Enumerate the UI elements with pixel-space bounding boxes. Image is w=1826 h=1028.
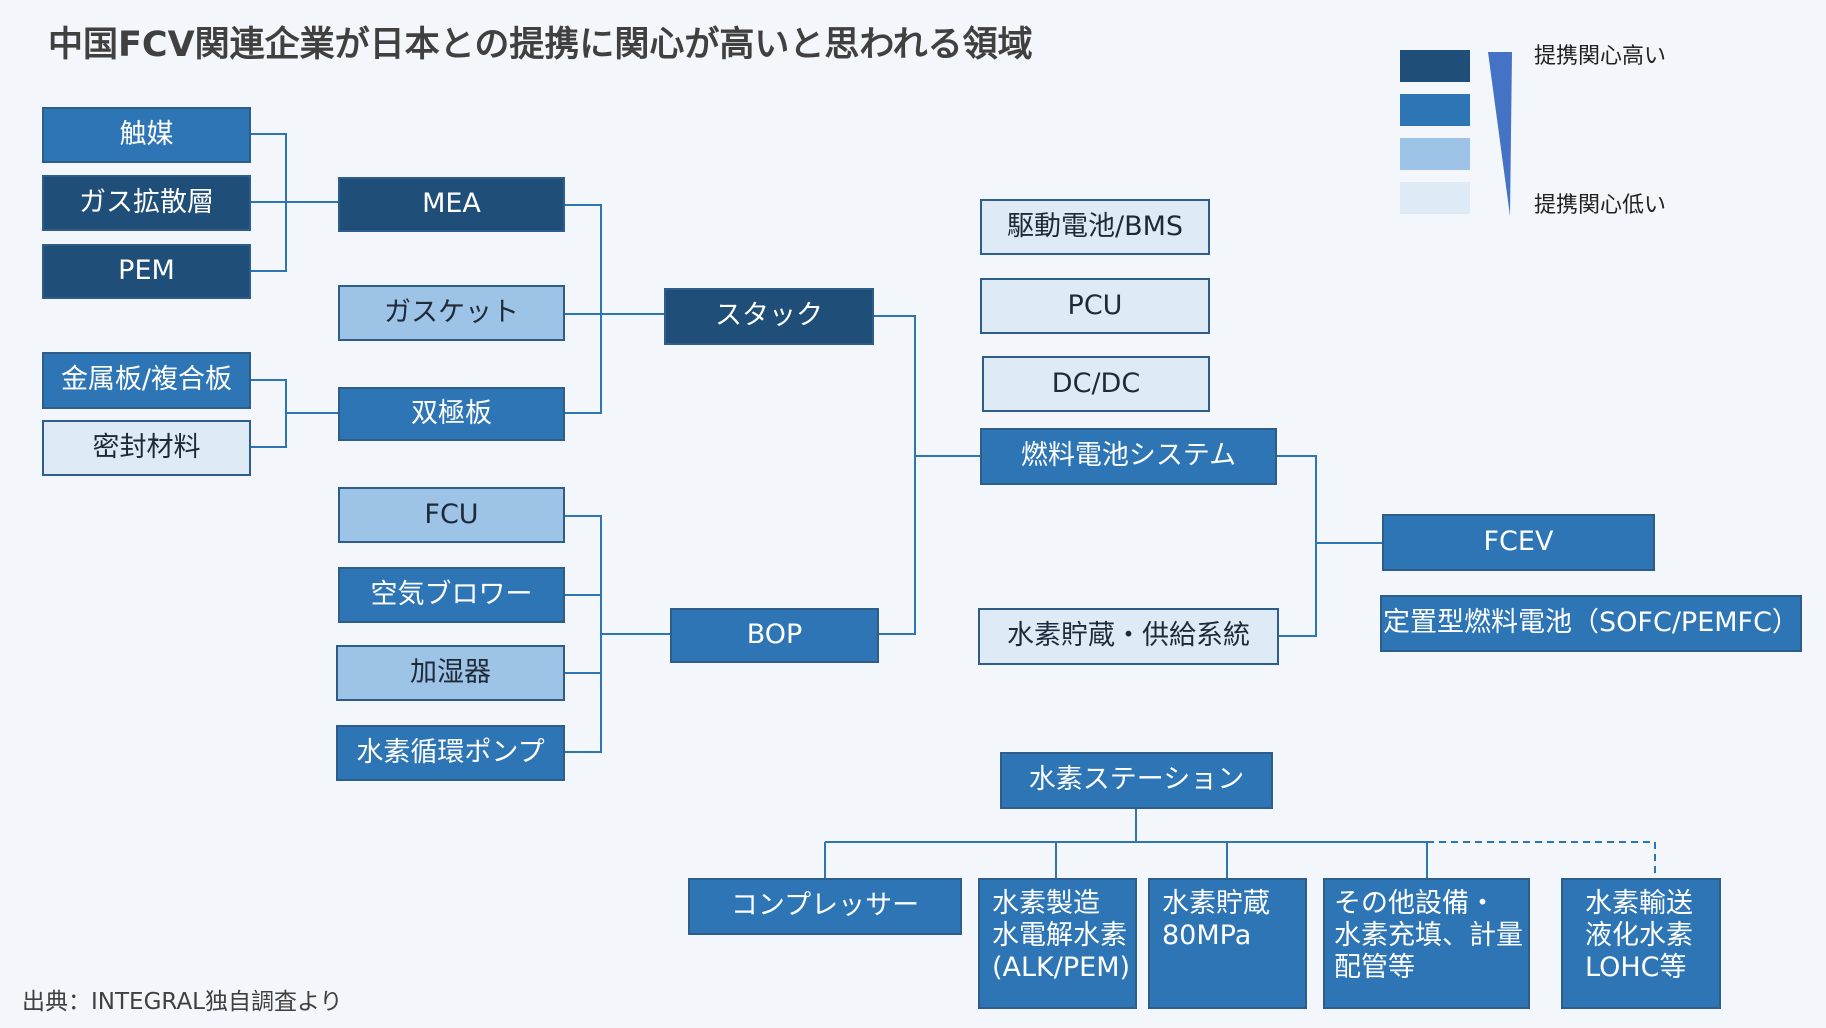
node-dcdc: DC/DC [982, 356, 1210, 412]
legend-swatch-2 [1400, 94, 1470, 126]
node-humidifier: 加湿器 [336, 645, 565, 701]
node-bipolar-plate: 双極板 [338, 387, 565, 441]
source-note: 出典：INTEGRAL独自調査より [22, 989, 343, 1015]
node-h2-transport: 水素輸送 液化水素 LOHC等 [1561, 878, 1721, 1009]
node-metal-plate: 金属板/複合板 [42, 352, 251, 409]
legend-gradient-wedge [1488, 52, 1512, 216]
connector-mea [565, 204, 602, 414]
node-air-blower: 空気ブロワー [338, 567, 565, 623]
page-title: 中国FCV関連企業が日本との提携に関心が高いと思われる領域 [48, 25, 1033, 65]
node-pcu: PCU [980, 278, 1210, 334]
legend-swatch-1 [1400, 50, 1470, 82]
node-gasket: ガスケット [338, 285, 565, 341]
legend-low-label: 提携関心低い [1534, 193, 1667, 218]
node-h2-storage-80mpa: 水素貯蔵 80MPa [1148, 878, 1307, 1009]
node-drive-battery-bms: 駆動電池/BMS [980, 199, 1210, 255]
node-stationary-fuel-cell: 定置型燃料電池（SOFC/PEMFC） [1380, 595, 1802, 652]
legend-high-label: 提携関心高い [1534, 44, 1667, 69]
node-mea: MEA [338, 177, 565, 232]
node-fcu: FCU [338, 487, 565, 543]
node-h2-circulation-pump: 水素循環ポンプ [336, 725, 565, 781]
node-compressor: コンプレッサー [688, 878, 962, 935]
node-other-equipment: その他設備・ 水素充填、計量 配管等 [1323, 878, 1530, 1009]
node-h2-station: 水素ステーション [1000, 752, 1273, 809]
node-h2-production: 水素製造 水電解水素 (ALK/PEM) [978, 878, 1137, 1009]
connector-metal-plate [251, 379, 287, 448]
node-fc-system: 燃料電池システム [980, 428, 1277, 485]
node-catalyst: 触媒 [42, 107, 251, 163]
node-pem: PEM [42, 244, 251, 299]
node-gas-diffusion: ガス拡散層 [42, 175, 251, 231]
connector-stack [874, 315, 916, 635]
node-fcev: FCEV [1382, 514, 1655, 571]
node-bop: BOP [670, 608, 879, 663]
node-stack: スタック [664, 288, 874, 345]
connector-h2-transport-dashed [1427, 841, 1656, 878]
legend-swatch-3 [1400, 138, 1470, 170]
legend-swatch-4 [1400, 182, 1470, 214]
node-sealing: 密封材料 [42, 420, 251, 476]
node-h2-storage-supply: 水素貯蔵・供給系統 [978, 608, 1279, 665]
connector-fcu [565, 515, 602, 753]
connector-fc-system [1277, 455, 1317, 637]
